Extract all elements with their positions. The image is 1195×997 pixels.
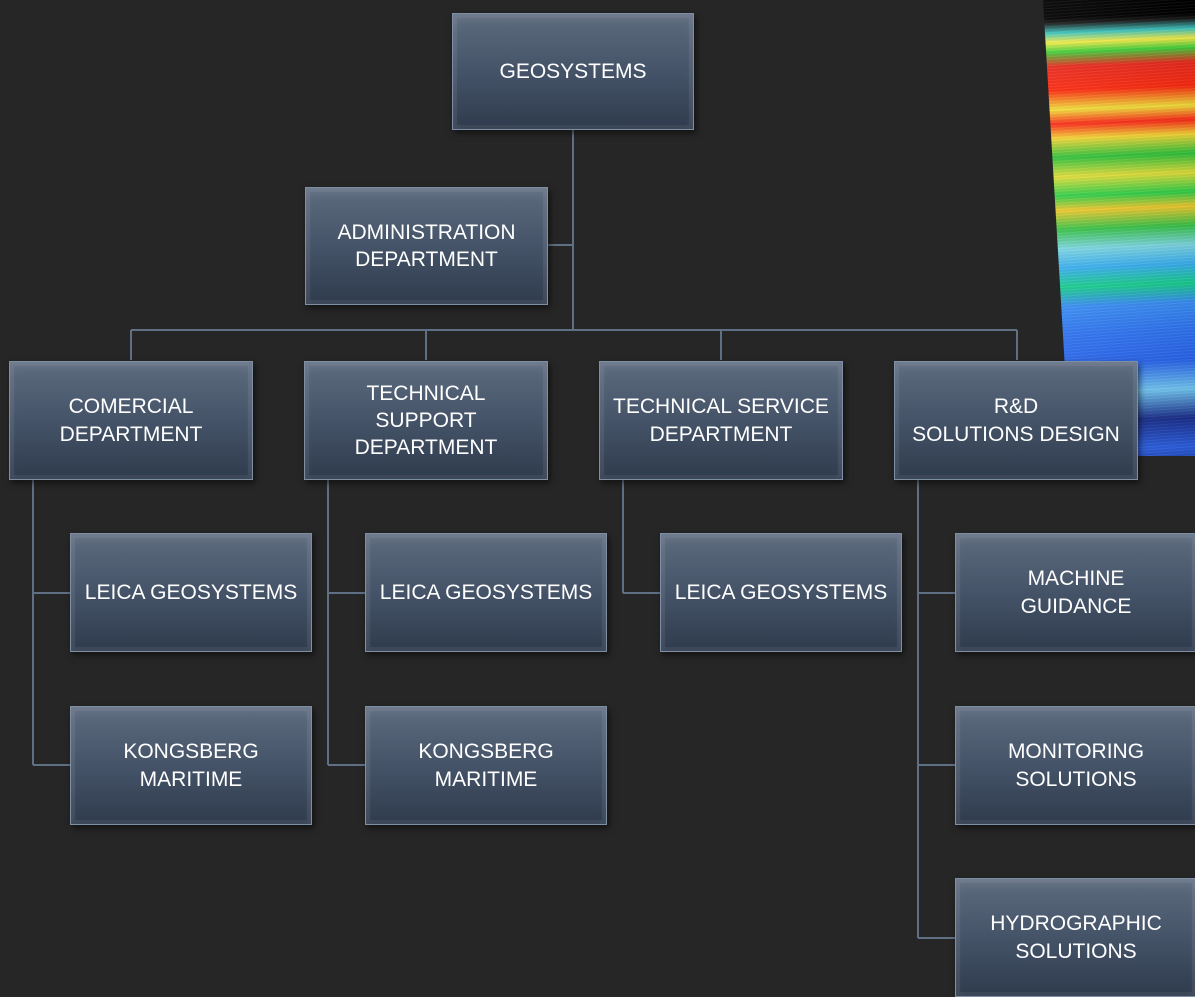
node-geosystems: GEOSYSTEMS — [452, 13, 694, 130]
node-support-kongsberg-maritime: KONGSBERG MARITIME — [365, 706, 607, 825]
node-commercial-leica-geosystems: LEICA GEOSYSTEMS — [70, 533, 312, 652]
node-commercial-department: COMERCIAL DEPARTMENT — [9, 361, 253, 480]
node-technical-support-department: TECHNICAL SUPPORT DEPARTMENT — [304, 361, 548, 480]
node-service-leica-geosystems: LEICA GEOSYSTEMS — [660, 533, 902, 652]
node-administration-department: ADMINISTRATION DEPARTMENT — [305, 187, 548, 305]
node-monitoring-solutions: MONITORING SOLUTIONS — [955, 706, 1195, 825]
node-support-leica-geosystems: LEICA GEOSYSTEMS — [365, 533, 607, 652]
node-rnd-solutions-design: R&D SOLUTIONS DESIGN — [894, 361, 1138, 480]
node-commercial-kongsberg-maritime: KONGSBERG MARITIME — [70, 706, 312, 825]
node-hydrographic-solutions: HYDROGRAPHIC SOLUTIONS — [955, 878, 1195, 997]
node-machine-guidance: MACHINE GUIDANCE — [955, 533, 1195, 652]
node-technical-service-department: TECHNICAL SERVICE DEPARTMENT — [599, 361, 843, 480]
